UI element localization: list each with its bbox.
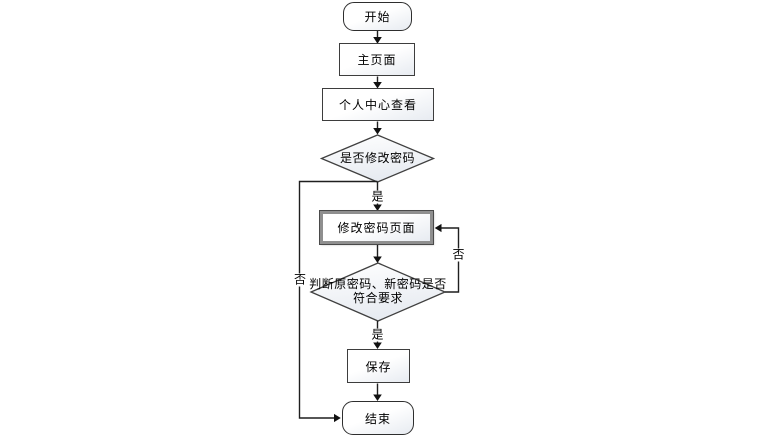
edge-decision1-no	[298, 180, 378, 419]
node-save-label: 保存	[365, 359, 392, 374]
edge-label-decision1-yes: 是	[370, 189, 385, 204]
node-start: 开始	[343, 2, 412, 31]
edge-label-decision2-no: 否	[451, 247, 466, 262]
arrowhead-icon	[373, 394, 382, 401]
node-start-label: 开始	[364, 10, 391, 24]
arrowhead-icon	[373, 204, 382, 211]
node-personal-center-view: 个人中心查看	[322, 88, 434, 121]
arrowhead-icon	[373, 37, 382, 44]
arrowhead-icon	[334, 413, 341, 423]
node-modify-password-page: 修改密码页面	[319, 210, 434, 245]
node-personal-center-view-label: 个人中心查看	[338, 98, 417, 112]
edge-label-decision2-yes: 是	[370, 327, 385, 342]
node-end-label: 结束	[364, 411, 391, 426]
node-modify-password-page-label: 修改密码页面	[337, 221, 416, 235]
arrowhead-icon	[373, 82, 382, 89]
node-main-page-label: 主页面	[357, 53, 397, 67]
node-end: 结束	[342, 401, 414, 435]
arrowhead-icon	[373, 256, 382, 263]
arrowhead-icon	[373, 128, 382, 135]
edge-label-decision1-no: 否	[292, 272, 308, 287]
arrowhead-icon	[373, 342, 382, 349]
node-main-page: 主页面	[339, 43, 415, 76]
decision2-diamond	[309, 262, 447, 322]
decision1-diamond	[319, 134, 436, 183]
arrowhead-icon	[434, 223, 442, 233]
node-save: 保存	[347, 349, 410, 383]
